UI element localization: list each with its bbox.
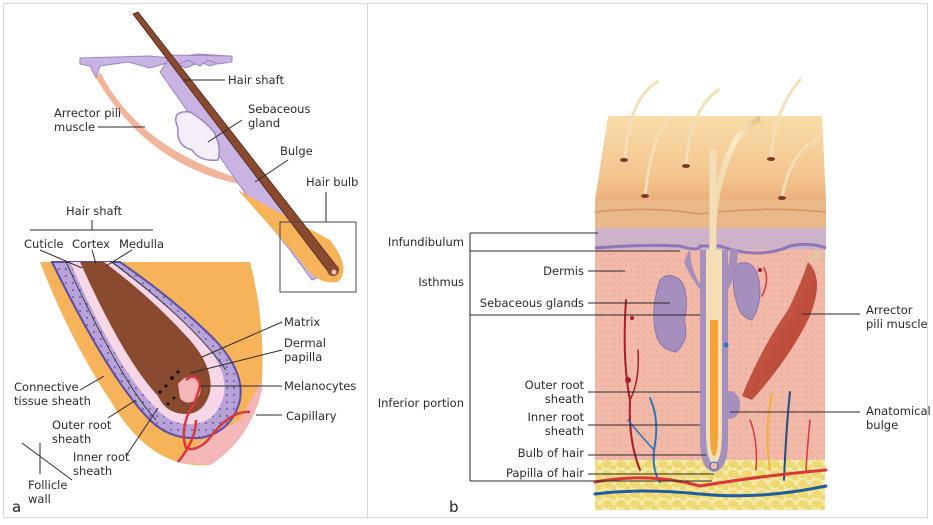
label-hair-shaft-group: Hair shaft [66, 204, 122, 218]
label-melanocytes: Melanocytes [284, 379, 357, 393]
label-follicle-wall-line1: Follicle [28, 478, 68, 492]
label-inner-root-sheath-b-line1: Inner root [527, 410, 584, 424]
label-anatomical-bulge-line1: Anatomical [866, 404, 931, 418]
label-hair-shaft: Hair shaft [228, 73, 284, 87]
region-inferior-portion: Inferior portion [377, 396, 464, 410]
figure-frame [3, 3, 928, 518]
label-inner-root-sheath-line1: Inner root [73, 450, 130, 464]
label-inner-root-sheath-line2: sheath [73, 464, 113, 478]
label-dermal-papilla-line2: papilla [284, 350, 323, 364]
label-dermal-papilla-line1: Dermal [284, 336, 326, 350]
panel-b-skin-block [593, 78, 828, 510]
label-inner-root-sheath-b-line2: sheath [544, 424, 584, 438]
label-anatomical-bulge-line2: bulge [866, 418, 899, 432]
label-follicle-wall-line2: wall [28, 492, 51, 506]
label-papilla-of-hair: Papilla of hair [505, 466, 584, 480]
label-connective-tissue-line1: Connective [14, 380, 79, 394]
panel-letter-a: a [12, 498, 22, 516]
label-bulb-of-hair: Bulb of hair [517, 446, 584, 460]
label-arrector-pili-b-line2: pili muscle [866, 317, 928, 331]
panel-letter-b: b [449, 498, 459, 516]
label-connective-tissue-line2: tissue sheath [14, 394, 91, 408]
label-hair-bulb: Hair bulb [306, 175, 359, 189]
panel-a-bulb-magnified [40, 261, 263, 466]
panel-a-follicle-overview [79, 11, 344, 283]
hair-bulb-inset-box [279, 221, 357, 293]
label-cuticle: Cuticle [24, 237, 64, 251]
label-capillary: Capillary [286, 409, 337, 423]
label-arrector-pili-line2: muscle [54, 120, 96, 134]
panel-divider [367, 3, 368, 518]
label-arrector-pili-b-line1: Arrector [866, 303, 913, 317]
panel-b-leader-lines [469, 232, 860, 482]
region-infundibulum: Infundibulum [387, 235, 464, 249]
label-sebaceous-glands: Sebaceous glands [479, 296, 584, 310]
label-sebaceous-gland-line2: gland [248, 116, 281, 130]
label-outer-root-sheath-b-line1: Outer root [524, 378, 584, 392]
label-matrix: Matrix [284, 315, 321, 329]
label-outer-root-sheath-b-line2: sheath [544, 392, 584, 406]
region-isthmus: Isthmus [418, 275, 464, 289]
label-sebaceous-gland-line1: Sebaceous [248, 102, 311, 116]
label-medulla: Medulla [119, 237, 165, 251]
panel-a-leader-lines [21, 79, 327, 481]
label-outer-root-sheath-line2: sheath [52, 432, 92, 446]
label-arrector-pili-line1: Arrector pili [54, 106, 122, 120]
label-bulge: Bulge [280, 144, 313, 158]
label-dermis: Dermis [543, 264, 584, 278]
label-cortex: Cortex [72, 237, 110, 251]
label-outer-root-sheath-line1: Outer root [52, 418, 112, 432]
